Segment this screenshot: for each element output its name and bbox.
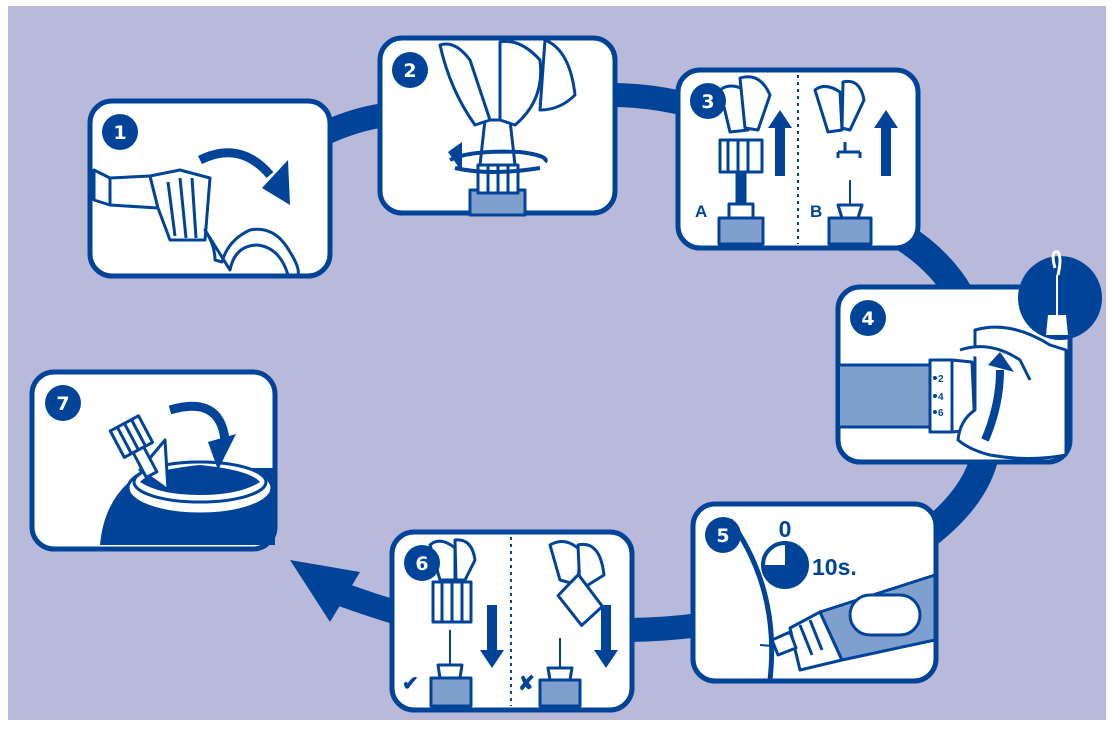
timer-start-label: 0: [779, 516, 792, 542]
needle-screw-on-icon: [438, 38, 577, 217]
step-number-3: 3: [701, 91, 714, 113]
needle-cap-peel-icon: [92, 148, 300, 277]
dial-mark-6: 6: [938, 408, 944, 419]
step-panel-6: ✔ ✘ 6: [389, 529, 635, 713]
inject-timer-icon: [727, 518, 937, 681]
step-panel-3: A B 3: [675, 67, 921, 251]
recap-needle-icon: [428, 538, 618, 708]
check-mark: ✔: [402, 673, 419, 695]
step-number-6: 6: [415, 553, 428, 575]
dose-dial-icon: [840, 325, 1068, 460]
step-panel-1: 1: [87, 98, 333, 279]
dial-mark-2: 2: [938, 374, 944, 385]
step-number-1: 1: [113, 122, 126, 144]
step-badge-6: [404, 545, 440, 581]
step-panel-4: 2 4 6 4: [835, 250, 1102, 465]
step-badge-3: [690, 83, 726, 119]
connector-5-6: [624, 613, 702, 642]
flow-arrowhead-icon: [290, 560, 360, 622]
step-number-5: 5: [716, 525, 729, 547]
step-badge-1: [102, 114, 138, 150]
label-b: B: [810, 202, 822, 221]
needle-disposal-icon: [100, 401, 275, 545]
dial-mark-4: 4: [938, 392, 944, 403]
step-badge-4: [850, 300, 886, 336]
cross-mark: ✘: [518, 673, 535, 695]
remove-needle-caps-icon: [717, 75, 898, 246]
step-badge-2: [392, 52, 428, 88]
step-panel-5: 0 10s. 5: [690, 501, 939, 684]
needle-droplet-icon: [1018, 250, 1102, 340]
step-badge-5: [705, 517, 741, 553]
step-number-2: 2: [403, 60, 416, 82]
timer-duration-label: 10s.: [812, 554, 857, 580]
step-number-4: 4: [861, 308, 874, 330]
label-a: A: [695, 202, 707, 221]
step-panel-2: 2: [377, 35, 618, 217]
step-number-7: 7: [56, 393, 69, 415]
step-badge-7: [45, 385, 81, 421]
step-panel-7: 7: [29, 369, 278, 552]
